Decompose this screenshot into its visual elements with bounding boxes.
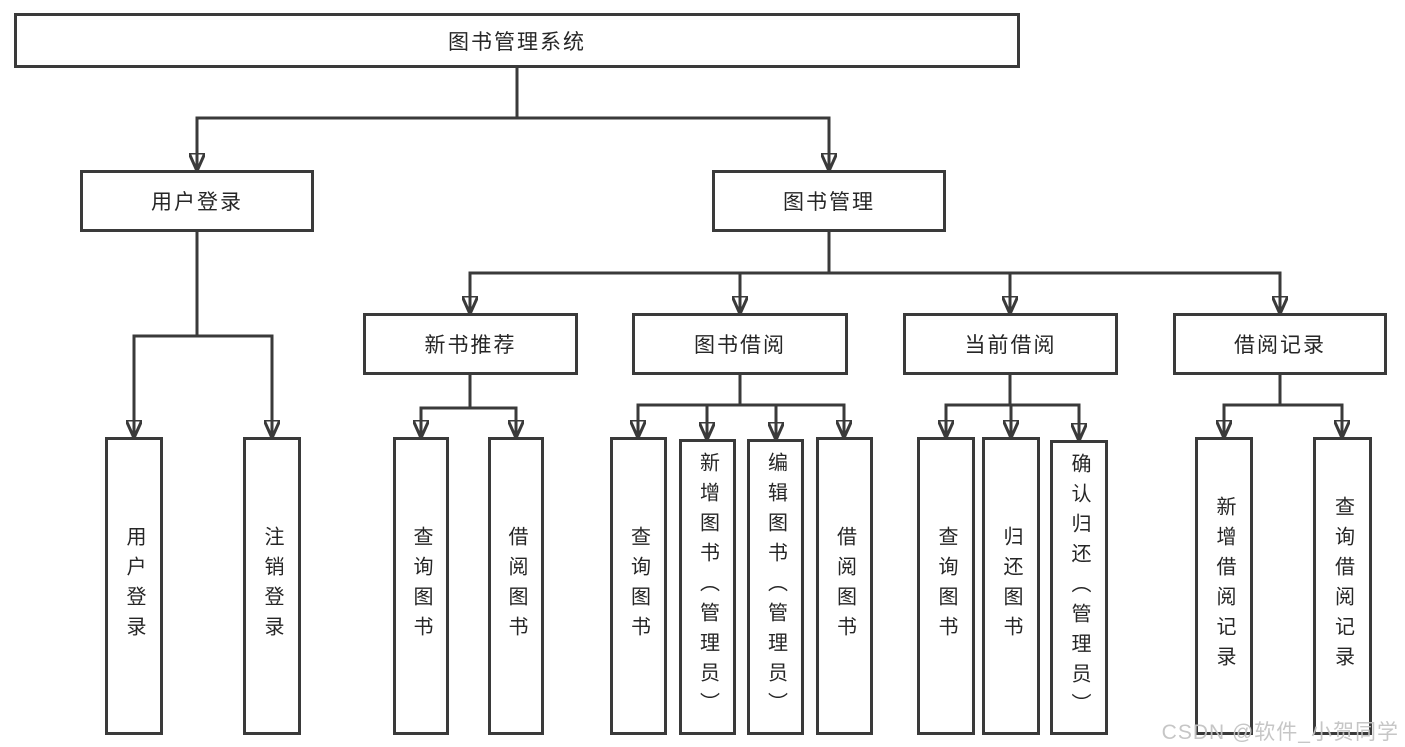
node-search-books-recommend: 查询图书: [393, 437, 449, 735]
node-search-borrow-record: 查询借阅记录: [1313, 437, 1372, 735]
node-book-management: 图书管理: [712, 170, 946, 232]
node-new-book-recommendation: 新书推荐: [363, 313, 578, 375]
node-user-login: 用户登录: [105, 437, 163, 735]
node-borrowing-records: 借阅记录: [1173, 313, 1387, 375]
node-add-books-admin: 新增图书（管理员）: [679, 439, 736, 735]
node-return-books: 归还图书: [982, 437, 1040, 735]
node-current-borrowing: 当前借阅: [903, 313, 1118, 375]
node-add-borrow-record: 新增借阅记录: [1195, 437, 1253, 735]
node-search-books-borrowing: 查询图书: [610, 437, 667, 735]
csdn-watermark: CSDN @软件_小贺同学: [1161, 721, 1399, 744]
node-edit-books-admin: 编辑图书（管理员）: [747, 439, 804, 735]
node-search-books-current: 查询图书: [917, 437, 975, 735]
node-borrow-books-recommend: 借阅图书: [488, 437, 544, 735]
node-book-borrowing: 图书借阅: [632, 313, 848, 375]
node-confirm-return-admin: 确认归还（管理员）: [1050, 440, 1108, 735]
node-borrow-books-borrowing: 借阅图书: [816, 437, 873, 735]
node-library-management-system: 图书管理系统: [14, 13, 1020, 68]
node-logout: 注销登录: [243, 437, 301, 735]
node-user-login-branch: 用户登录: [80, 170, 314, 232]
